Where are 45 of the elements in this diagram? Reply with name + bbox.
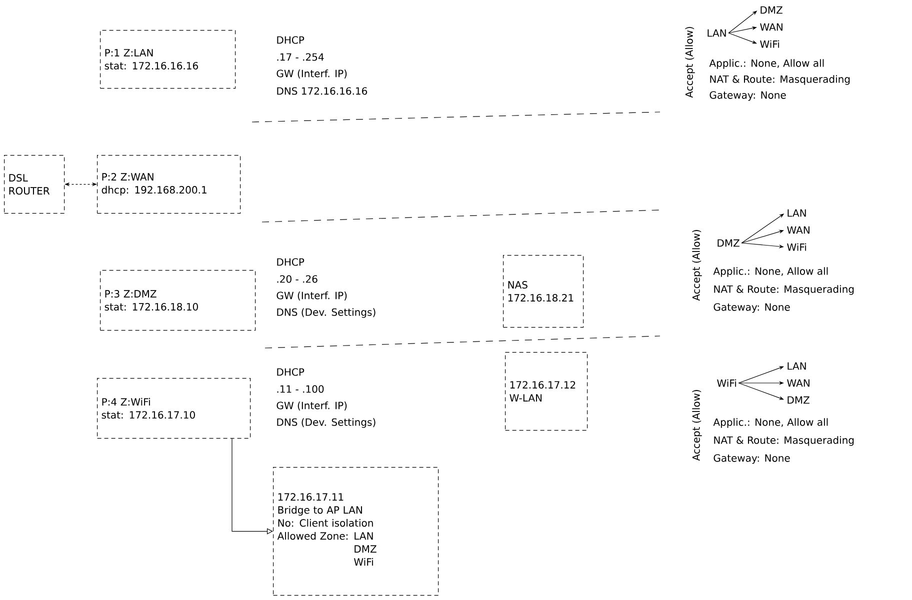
note-text: Applic.: None, Allow all [713, 418, 828, 428]
zone-word: LAN [788, 209, 806, 217]
note-text: Applic.: None, Allow all [709, 59, 824, 69]
zone-box: 172.16.17.12 W-LAN [505, 352, 588, 431]
note-text: NAT & Route: Masquerading [714, 285, 854, 295]
zone-word: DMZ [788, 396, 810, 404]
note-text: DNS (Dev. Settings) [277, 418, 376, 428]
zone-word: LAN [788, 362, 806, 370]
zone-box: 172.16.17.11 Bridge to AP LAN No: Client isolation Allowed Zone: LAN DMZ WiFi [273, 467, 439, 596]
note-text: Gateway: None [714, 454, 790, 464]
zone-box: NAS 172.16.18.21 [503, 255, 584, 328]
zone-word: WAN [787, 379, 810, 387]
note-text: GW (Interf. IP) [276, 70, 347, 78]
zone-box: DSL ROUTER [4, 155, 65, 214]
zone-word: LAN [708, 29, 726, 37]
note-text: DHCP [277, 258, 304, 266]
note-text: DHCP [277, 368, 304, 376]
note-text: .20 - .26 [277, 275, 318, 283]
note-text: Gateway: None [714, 303, 790, 313]
zone-box: P:1 Z:LAN stat: 172.16.16.16 [100, 30, 236, 89]
rotated-note: Accept (Allow) [685, 26, 695, 98]
zone-word: WiFi [717, 379, 736, 387]
note-text: NAT & Route: Masquerading [714, 436, 854, 446]
zone-box: P:4 Z:WiFi stat: 172.16.17.10 [97, 378, 251, 439]
note-text: DHCP [277, 36, 304, 44]
rotated-note: Accept (Allow) [692, 390, 702, 461]
zone-word: DMZ [760, 6, 782, 14]
rotated-note: Accept (Allow) [692, 230, 702, 301]
zone-word: WAN [787, 226, 810, 234]
note-text: .17 - .254 [277, 53, 324, 61]
zone-word: WiFi [787, 243, 806, 251]
note-text: GW (Interf. IP) [276, 292, 347, 300]
note-text: Applic.: None, Allow all [713, 267, 828, 277]
zone-word: DMZ [718, 239, 740, 247]
note-text: Gateway: None [710, 91, 786, 101]
note-text: DNS (Dev. Settings) [277, 308, 376, 318]
note-text: NAT & Route: Masquerading [710, 75, 850, 85]
note-text: GW (Interf. IP) [276, 402, 347, 410]
zone-box: P:3 Z:DMZ stat: 172.16.18.10 [100, 270, 256, 331]
zone-word: WiFi [760, 40, 780, 48]
zone-box: P:2 Z:WAN dhcp: 192.168.200.1 [97, 155, 241, 214]
note-text: .11 - .100 [277, 385, 324, 393]
elbow-arrow [232, 438, 273, 534]
note-text: DNS 172.16.16.16 [277, 87, 368, 95]
zone-word: WAN [760, 23, 782, 31]
